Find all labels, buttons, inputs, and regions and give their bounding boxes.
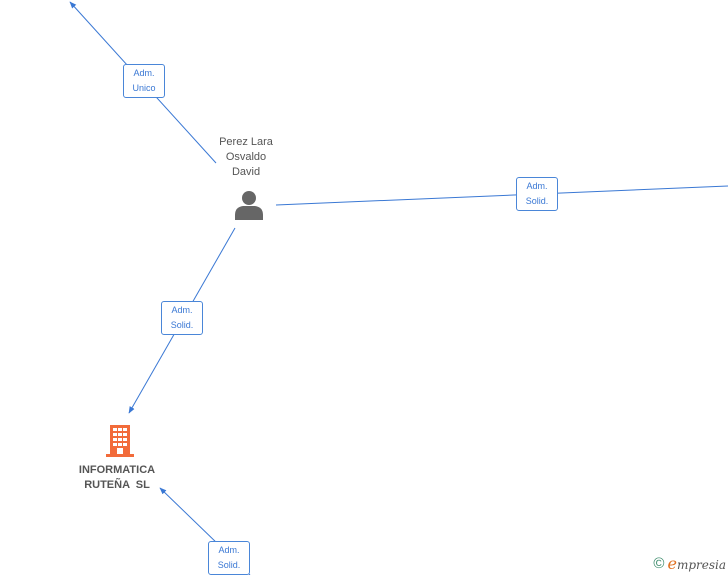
person-name-line: Osvaldo: [225, 151, 267, 163]
relation-label-line: Adm.: [133, 68, 155, 78]
relation-label-line: Solid.: [217, 560, 241, 570]
building-icon[interactable]: [104, 423, 136, 457]
relation-label-line: Solid.: [525, 196, 549, 206]
relation-label-line: Solid.: [170, 320, 194, 330]
copyright-icon: ©: [653, 554, 665, 572]
company-name-line: INFORMATICA: [78, 464, 156, 476]
relation-label-adm-solid-bottom[interactable]: Adm. Solid.: [208, 541, 250, 575]
person-name-line: David: [231, 166, 261, 178]
person-node-name[interactable]: Perez Lara Osvaldo David: [196, 135, 296, 180]
person-icon[interactable]: [233, 190, 265, 220]
company-node-name[interactable]: INFORMATICA RUTEÑA SL: [57, 463, 177, 493]
relation-label-adm-solid-right[interactable]: Adm. Solid.: [516, 177, 558, 211]
brand-logo-initial: e: [667, 553, 677, 573]
relation-label-line: Unico: [132, 83, 156, 93]
brand-logo: empresia: [667, 554, 726, 573]
relation-label-adm-solid-company[interactable]: Adm. Solid.: [161, 301, 203, 335]
person-name-line: Perez Lara: [219, 136, 273, 148]
relation-label-line: Adm.: [171, 305, 193, 315]
footer-brand: © empresia: [653, 553, 726, 573]
relation-label-line: Adm.: [526, 181, 548, 191]
edge-adm-solid-right: [275, 185, 728, 206]
relation-label-line: Adm.: [218, 545, 240, 555]
relation-label-adm-unico[interactable]: Adm. Unico: [123, 64, 165, 98]
brand-logo-text: mpresia: [676, 557, 726, 572]
company-name-line: RUTEÑA SL: [84, 479, 150, 491]
